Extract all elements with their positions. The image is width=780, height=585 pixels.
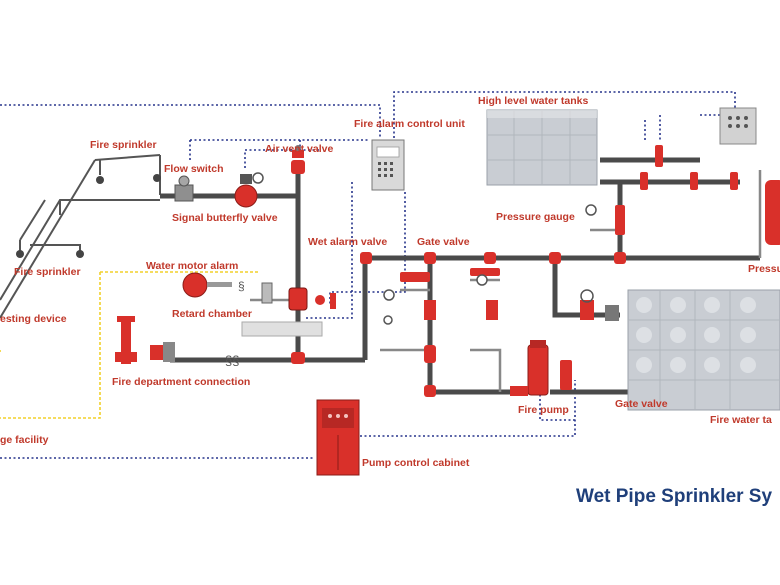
label-air-vent-valve: Air vent valve (265, 143, 334, 155)
label-flow-switch: Flow switch (164, 163, 224, 175)
fire-department-connection-device: §§ (115, 316, 239, 368)
label-signal-butterfly-valve: Signal butterfly valve (172, 212, 278, 224)
diagram-title: Wet Pipe Sprinkler Sy (576, 486, 773, 507)
flow-switch (174, 175, 194, 202)
pipe-fittings (291, 145, 738, 397)
svg-text:§: § (238, 279, 245, 293)
air-vent-valve (292, 145, 304, 158)
label-storage-facility: ge facility (0, 434, 49, 446)
wet-alarm-valve (288, 287, 336, 311)
label-fire-sprinkler-top: Fire sprinkler (90, 139, 157, 151)
label-wet-alarm-valve: Wet alarm valve (308, 236, 388, 248)
water-motor-alarm: § (182, 272, 245, 298)
pressure-tank (765, 180, 780, 245)
fire-alarm-control-unit (371, 139, 405, 191)
label-water-motor-alarm: Water motor alarm (146, 260, 239, 272)
label-pump-control-cabinet: Pump control cabinet (362, 457, 470, 469)
label-testing-device: esting device (0, 313, 67, 325)
fire-pump (510, 340, 572, 396)
signal-butterfly-valve (234, 172, 264, 208)
pressure-gauges (383, 204, 597, 325)
fire-water-tank (627, 289, 780, 411)
sprinkler-head (153, 174, 161, 182)
sprinkler-branch-pipes (0, 154, 161, 319)
label-gate-valve-top: Gate valve (417, 236, 470, 248)
alarm-wires (0, 271, 260, 419)
sprinkler-heads (16, 174, 161, 258)
label-retard-chamber: Retard chamber (172, 308, 252, 320)
high-level-water-tank (486, 109, 598, 186)
sprinkler-head (76, 250, 84, 258)
label-fire-water-tank: Fire water ta (710, 414, 772, 426)
retard-chamber (241, 282, 323, 337)
sprinkler-head (96, 176, 104, 184)
label-high-level-water-tanks: High level water tanks (478, 95, 589, 107)
label-fire-alarm-control-unit: Fire alarm control unit (354, 118, 465, 130)
label-fire-department-connection: Fire department connection (112, 376, 251, 388)
svg-text:§§: §§ (225, 353, 239, 368)
pressure-control-box (719, 107, 757, 145)
label-pressure-gauge: Pressure gauge (496, 211, 575, 223)
label-pressure-cut: Pressu (748, 263, 780, 275)
label-gate-valve-bottom: Gate valve (615, 398, 668, 410)
pump-control-cabinet (316, 399, 360, 476)
sprinkler-head (16, 250, 24, 258)
label-fire-pump: Fire pump (518, 404, 569, 416)
label-fire-sprinkler-bottom: Fire sprinkler (14, 266, 81, 278)
